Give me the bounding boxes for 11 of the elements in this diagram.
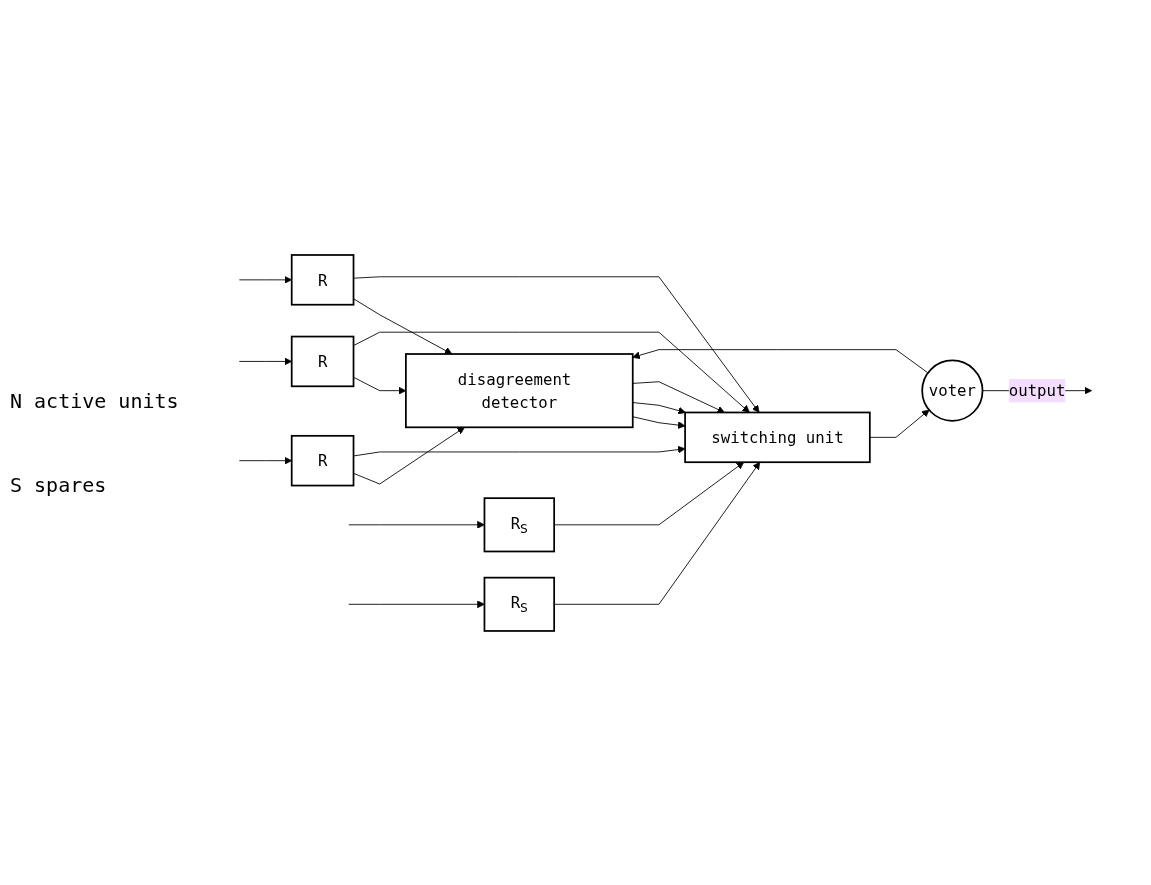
node-box: switching unit (684, 411, 871, 463)
node-box: R (290, 335, 355, 387)
node-circle: voter (921, 359, 984, 422)
group-label: S spares (10, 472, 108, 497)
node-box: R$_{S}$ (483, 496, 556, 552)
node-box: R (290, 434, 355, 486)
node-box: R$_{S}$ (483, 576, 556, 632)
group-label: N active units (10, 388, 180, 413)
edge-label: output (1008, 381, 1066, 400)
node-box: disagreement detector (405, 352, 634, 428)
node-box: R (290, 253, 355, 306)
